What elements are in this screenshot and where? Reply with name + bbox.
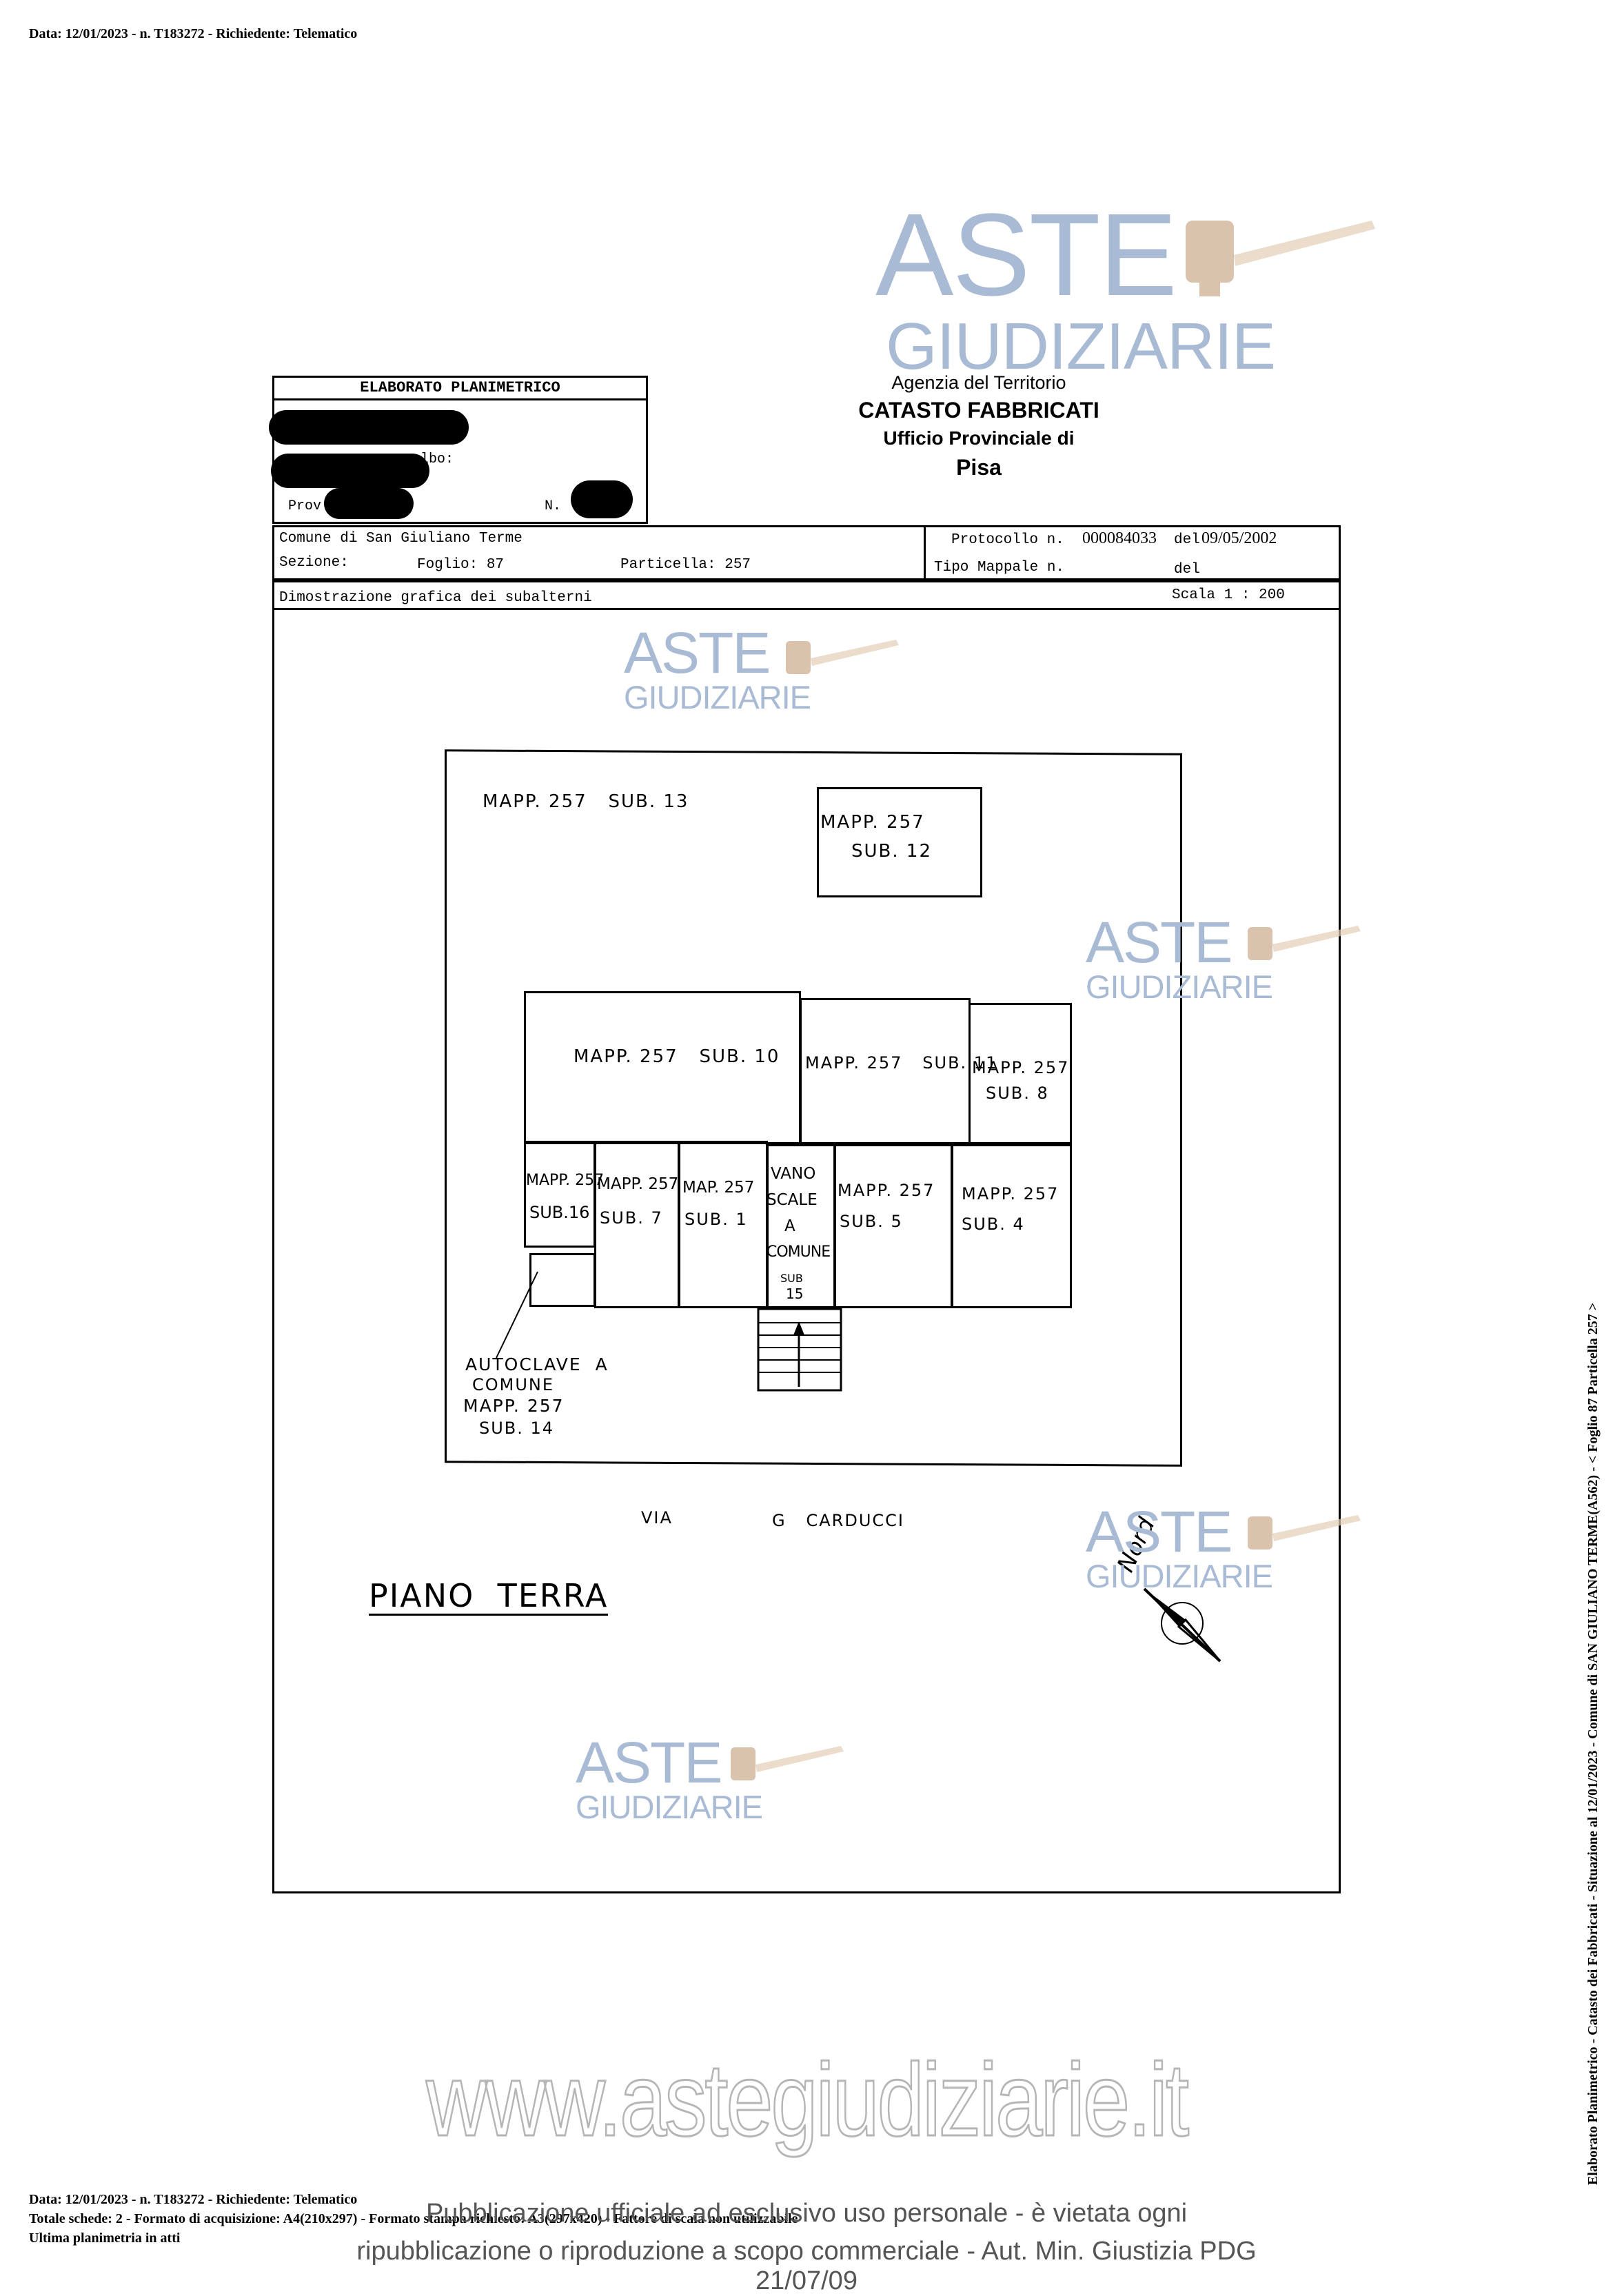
label-sub8-a: MAPP. 257 [972, 1058, 1070, 1077]
watermark-site: www.astegiudiziarie.it [425, 2041, 1190, 2159]
label-sub11: MAPP. 257 SUB. 11 [805, 1053, 998, 1073]
redaction-3 [324, 488, 414, 519]
room-sub12 [817, 787, 982, 897]
redaction-4 [571, 480, 633, 518]
room-sub16 [524, 1141, 596, 1248]
footer-line2: Totale schede: 2 - Formato di acquisizio… [29, 2211, 798, 2226]
agency-line1: Agenzia del Territorio [891, 372, 1066, 393]
title-text: ELABORATO PLANIMETRICO [360, 379, 560, 396]
autoclave-pointer [496, 1271, 538, 1359]
label-sub12-b: SUB. 12 [851, 841, 932, 862]
gavel-icon [1248, 926, 1361, 960]
label-sub13: MAPP. 257 SUB. 13 [483, 791, 689, 812]
footer-line1: Data: 12/01/2023 - n. T183272 - Richiede… [29, 2192, 358, 2207]
room-sub4 [951, 1144, 1072, 1308]
info-del2: del [1174, 562, 1200, 578]
watermark-aste-d: ASTE [576, 1730, 722, 1795]
label-sub8-b: SUB. 8 [986, 1084, 1049, 1103]
agency-line4: Pisa [956, 455, 1002, 480]
street-name: G CARDUCCI [772, 1511, 904, 1530]
info-del-value: 09/05/2002 [1201, 529, 1277, 547]
watermark-giud-a: GIUDIZIARIE [624, 679, 811, 715]
watermark-giud-b: GIUDIZIARIE [1086, 968, 1273, 1005]
side-note: Elaborato Planimetrico - Catasto dei Fab… [1585, 1302, 1601, 2185]
room-sub10 [524, 991, 801, 1144]
room-sub8 [968, 1003, 1072, 1144]
watermark-giud-d: GIUDIZIARIE [576, 1789, 763, 1825]
label-sub5-a: MAPP. 257 [838, 1181, 935, 1200]
label-sub16-b: SUB.16 [529, 1203, 590, 1222]
watermark-aste-text: ASTE [875, 190, 1177, 321]
agency-line3: Ufficio Provinciale di [883, 427, 1075, 449]
label-sub5-b: SUB. 5 [840, 1212, 903, 1231]
label-vano-6: 15 [786, 1286, 804, 1302]
label-vano-2: SCALE [767, 1191, 818, 1209]
label-sub16-a: MAPP. 257 [526, 1172, 605, 1189]
watermark-aste-b: ASTE [1086, 910, 1232, 975]
north-arrow-icon [1143, 1587, 1221, 1663]
title-divider [272, 398, 648, 400]
info-box [272, 525, 1341, 580]
drawing-header-divider [272, 608, 1341, 610]
label-vano-1: VANO [771, 1165, 816, 1183]
label-sub12-a: MAPP. 257 [820, 812, 925, 833]
label-sub4-b: SUB. 4 [962, 1215, 1025, 1234]
label-sub10: MAPP. 257 SUB. 10 [574, 1046, 780, 1067]
label-autoclave-1: AUTOCLAVE A [465, 1354, 609, 1374]
header-data-line: Data: 12/01/2023 - n. T183272 - Richiede… [29, 26, 358, 41]
agency-line2: CATASTO FABBRICATI [858, 398, 1099, 423]
redaction-1 [269, 410, 469, 445]
info-tipo-mappale: Tipo Mappale n. [934, 560, 1065, 576]
title-box [272, 376, 648, 524]
watermark-aste-c: ASTE [1086, 1499, 1232, 1564]
gavel-icon [1186, 221, 1375, 296]
watermark-giudiziarie-text: GIUDIZIARIE [886, 309, 1276, 383]
label-sub4-a: MAPP. 257 [962, 1184, 1059, 1203]
notice-line2: ripubblicazione o riproduzione a scopo c… [356, 2237, 1257, 2295]
entrance-stairs [757, 1308, 842, 1392]
info-protocollo-value: 000084033 [1082, 529, 1157, 547]
label-sub7-b: SUB. 7 [600, 1208, 663, 1228]
info-del-label: del [1174, 532, 1200, 548]
label-sub1-b: SUB. 1 [684, 1210, 748, 1229]
info-sezione: Sezione: [279, 555, 349, 571]
label-vano-4: COMUNE [767, 1243, 831, 1261]
info-protocollo-label: Protocollo n. [951, 532, 1064, 548]
drawing-frame [272, 580, 1341, 1893]
scala-label: Scala 1 : 200 [1172, 587, 1285, 603]
n-label: N. [545, 498, 562, 514]
albo-fragment: lbo: [420, 451, 454, 467]
gavel-icon [786, 640, 899, 674]
label-autoclave-2: COMUNE [472, 1375, 555, 1394]
footer-line3: Ultima planimetria in atti [29, 2231, 181, 2246]
floor-label: PIANO TERRA [369, 1577, 609, 1616]
info-box-divider [924, 525, 926, 580]
label-autoclave-3: MAPP. 257 [463, 1396, 565, 1416]
label-autoclave-4: SUB. 14 [479, 1419, 555, 1438]
dimostrazione-label: Dimostrazione grafica dei subalterni [279, 590, 592, 606]
info-comune: Comune di San Giuliano Terme [279, 531, 523, 547]
street-via: VIA [641, 1508, 673, 1527]
label-sub1-a: MAP. 257 [682, 1179, 755, 1197]
notice-line1: Pubblicazione ufficiale ad esclusivo uso… [425, 2199, 1188, 2228]
info-particella: Particella: 257 [620, 557, 751, 573]
label-vano-5: SUB [780, 1272, 803, 1285]
label-sub7-a: MAPP. 257 [597, 1175, 679, 1193]
watermark-aste-a: ASTE [624, 620, 771, 685]
prov-fragment: Prov [288, 498, 322, 514]
label-vano-3: A [784, 1217, 797, 1235]
watermark-giud-c: GIUDIZIARIE [1086, 1558, 1273, 1594]
gavel-icon [1248, 1515, 1361, 1550]
info-foglio: Foglio: 87 [417, 557, 505, 573]
redaction-2 [271, 454, 429, 488]
gavel-icon [731, 1746, 844, 1780]
